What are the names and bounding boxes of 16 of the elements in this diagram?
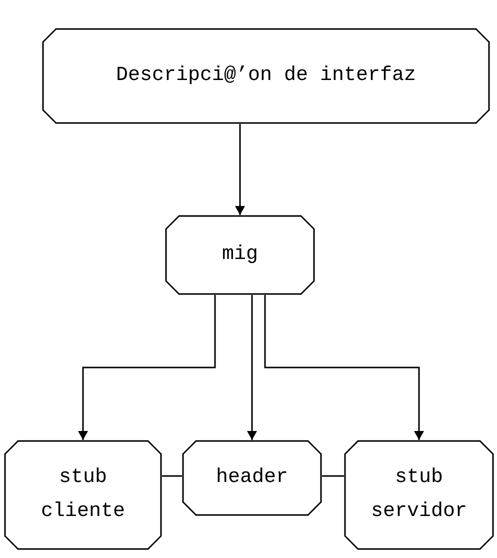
connector-line [235,124,245,215]
process-box [182,440,322,516]
box-label: stub servidor [370,465,468,525]
process-box [42,28,490,124]
connector-line [78,295,216,440]
process-box [344,440,494,550]
connector-line [247,295,257,440]
connector-line [162,475,182,477]
box-label: stub cliente [40,465,126,525]
connector-line [264,295,424,440]
box-label: header [216,465,288,491]
connector-line [322,475,344,477]
process-box [4,440,162,550]
process-box [165,215,315,295]
box-label: mig [222,242,258,268]
box-label: Descripci@’on de interfaz [116,63,416,89]
